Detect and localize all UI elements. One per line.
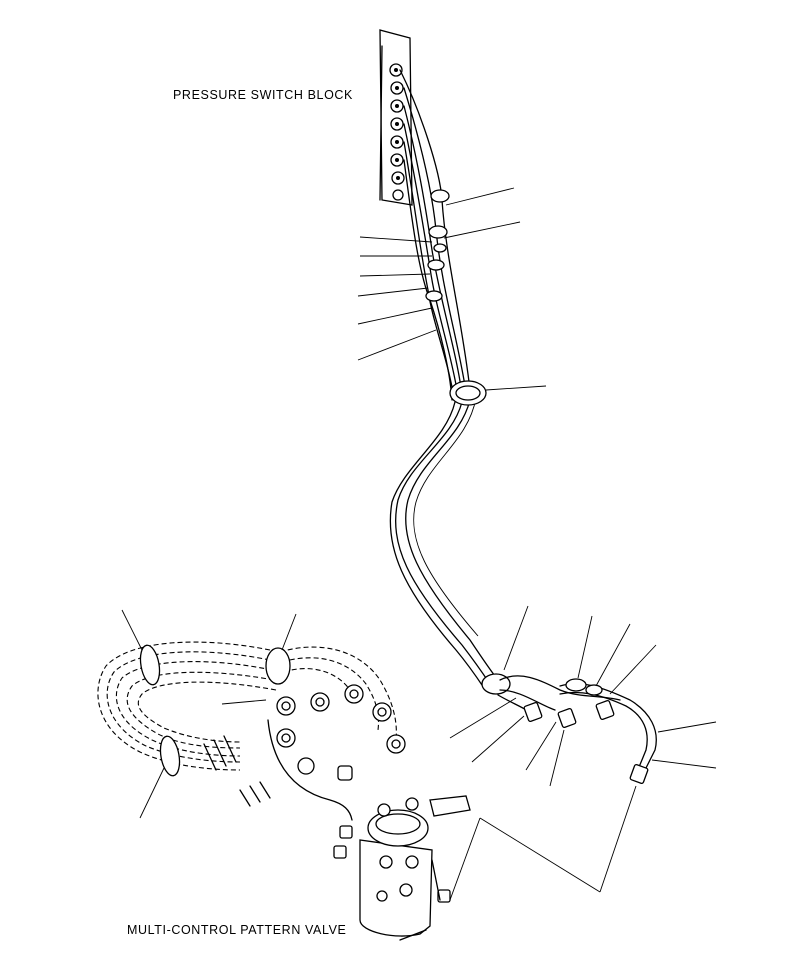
leader-lines-valve — [449, 785, 637, 901]
clamp-icon — [449, 380, 487, 406]
hose-fitting-icon — [203, 684, 406, 821]
hose-fitting-icon — [425, 189, 450, 302]
leader-lines-left — [121, 609, 297, 819]
pattern-valve-icon — [333, 795, 471, 941]
switch-ports — [389, 63, 405, 201]
leader-lines-upper — [357, 187, 547, 391]
multi-control-pattern-valve-label: MULTI-CONTROL PATTERN VALVE — [127, 923, 347, 937]
lower-hose-manifold — [481, 673, 657, 784]
pressure-switch-block-label: PRESSURE SWITCH BLOCK — [173, 88, 353, 102]
hose-bundle-icon — [389, 69, 499, 689]
leader-lines-lower-right — [449, 605, 717, 787]
clamp-icon — [139, 644, 291, 777]
dashed-hose-loop — [97, 641, 397, 771]
